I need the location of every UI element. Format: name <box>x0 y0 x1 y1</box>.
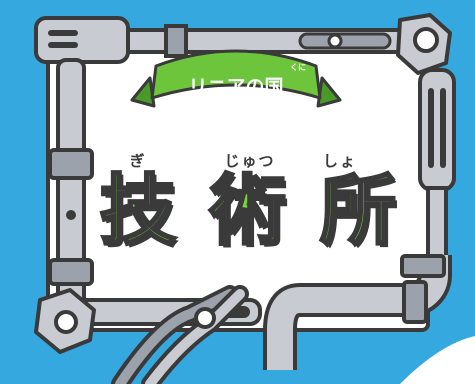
pliers-icon <box>111 285 249 384</box>
title-kanji-gi: 技 <box>99 166 178 255</box>
corner-decoration <box>400 336 475 384</box>
furigana-sho: しょ <box>322 152 357 170</box>
drill-icon <box>34 16 188 64</box>
banner-text: リニアの国 <box>188 76 283 98</box>
furigana-jutsu: じゅつ <box>224 152 276 170</box>
banner-furigana: くに <box>290 63 306 72</box>
pipe-elbow-icon <box>263 254 452 370</box>
title-kanji-jutsu: 術 <box>209 166 288 255</box>
pipe-icon <box>48 58 94 312</box>
title-kanji-sho: 所 <box>319 166 398 255</box>
furigana-gi: ぎ <box>129 152 147 170</box>
banner-ribbon: リニアの国 くに <box>130 49 342 108</box>
